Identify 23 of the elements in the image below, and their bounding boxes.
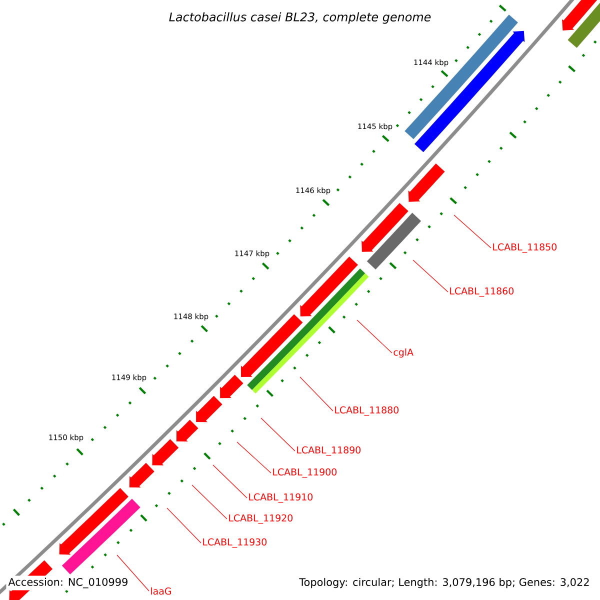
- leader-line: [356, 320, 392, 354]
- leader-line: [116, 554, 150, 592]
- gene-label: LCABL_11900: [273, 468, 337, 478]
- leader-line: [454, 214, 492, 248]
- gene-label: LCABL_11860: [450, 287, 514, 297]
- gene-label: LCABL_11880: [335, 406, 399, 416]
- leader-line: [192, 484, 228, 520]
- title: Lactobacillus casei BL23, complete genome: [169, 12, 431, 24]
- leader-line: [212, 464, 248, 498]
- gene-label: LCABL_11850: [493, 243, 557, 253]
- gene-label: LCABL_11920: [229, 514, 293, 524]
- gene-label: LCABL_11890: [297, 446, 361, 456]
- genome-info: Topology: circular; Length: 3,079,196 bp; Genes: 3,022: [299, 578, 589, 588]
- gene-label: cglA: [394, 348, 414, 358]
- leader-line: [236, 442, 272, 474]
- leader-line: [412, 260, 448, 292]
- gene-label: LCABL_11910: [249, 493, 313, 503]
- leader-line: [300, 376, 334, 412]
- leader-line: [260, 418, 296, 452]
- accession-label: Accession: NC_010999: [6, 576, 130, 590]
- gene-label: LCABL_11930: [203, 538, 267, 548]
- leader-line: [166, 508, 202, 544]
- gene-label: laaG: [151, 587, 171, 595]
